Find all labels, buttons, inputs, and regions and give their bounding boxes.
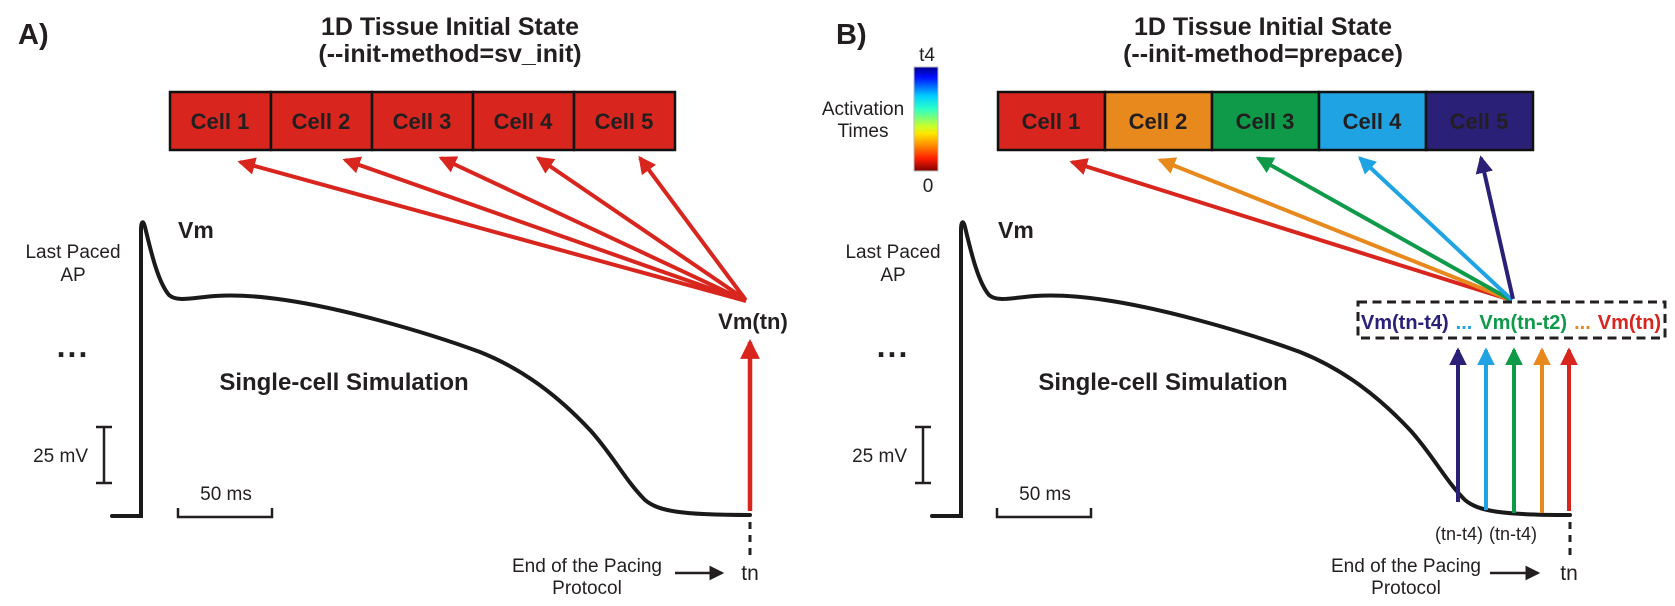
end-pacing-line2: Protocol [552, 578, 622, 599]
fan-arrow-cell1 [237, 157, 747, 303]
cell-3-label: Cell 3 [1236, 109, 1295, 134]
cell-3-label: Cell 3 [393, 109, 452, 134]
voltage-scale-bar [915, 425, 931, 485]
panel-a-title-line2: (--init-method=sv_init) [318, 40, 581, 68]
panel-b-title-line2: (--init-method=prepace) [1123, 40, 1403, 68]
cell-5-box [572, 90, 677, 152]
fan-arrow-cell3-green [1255, 156, 1512, 302]
fan-arrow-cell2 [342, 156, 747, 303]
sample-arrows [1449, 347, 1578, 513]
cell-4-label: Cell 4 [1343, 109, 1402, 134]
cell-3-box [370, 90, 475, 152]
fan-arrow-cell5-navy [1475, 155, 1515, 300]
cell-2-label: Cell 2 [1129, 109, 1188, 134]
tick-tn-t4-green: (tn-t4) [1489, 524, 1537, 544]
voltage-scale-label: 25 mV [852, 446, 907, 467]
voltage-scale-bar [96, 425, 112, 485]
cell-1-label: Cell 1 [191, 109, 250, 134]
vm-tn-label: Vm(tn) [718, 309, 788, 334]
cell-2: Cell 2 [1103, 90, 1214, 152]
panel-b-title-line1: 1D Tissue Initial State [1134, 13, 1392, 41]
fan-arrow-cell1-red [1069, 158, 1512, 302]
vm-tn-t2-label: Vm(tn-t2) [1479, 312, 1567, 334]
cell-4-box [471, 90, 576, 152]
cell-1: Cell 1 [996, 90, 1107, 152]
panel-a-fan-arrows [237, 155, 748, 303]
cell-3: Cell 3 [370, 90, 475, 152]
cell-2-label: Cell 2 [292, 109, 351, 134]
cell-4: Cell 4 [1317, 90, 1428, 152]
state-vector-box [1356, 300, 1667, 340]
panel-b-fan-arrows [1069, 155, 1515, 302]
cell-5-label: Cell 5 [1450, 109, 1509, 134]
cell-2-box [269, 90, 374, 152]
action-potential-curve [930, 220, 1572, 518]
panel-b: B) 1D Tissue Initial State (--init-metho… [822, 13, 1667, 599]
cell-4-label: Cell 4 [494, 109, 553, 134]
dots-blue: ... [1456, 312, 1473, 334]
tn-label: tn [1560, 562, 1578, 585]
panel-a-label: A) [18, 19, 49, 51]
panel-b-label: B) [836, 19, 867, 51]
end-pacing-line1: End of the Pacing [512, 556, 662, 577]
colorbar-top-label: t4 [919, 45, 935, 66]
time-scale-bar [176, 508, 274, 519]
fan-arrow-cell4 [535, 156, 748, 302]
cell-5: Cell 5 [1424, 90, 1535, 152]
end-pacing-line2: Protocol [1371, 578, 1441, 599]
cell-1: Cell 1 [168, 90, 273, 152]
last-paced-line1: Last Paced [25, 242, 120, 263]
fan-arrow-cell2-orange [1157, 157, 1512, 302]
fan-arrow-cell5 [638, 155, 747, 301]
cell-3-box [1210, 90, 1321, 152]
fan-arrow-cell4-blue [1358, 156, 1514, 302]
end-pacing-line1: End of the Pacing [1331, 556, 1481, 577]
ellipsis-label: ... [877, 328, 910, 364]
activation-times-colorbar: t4 0 Activation Times [822, 45, 939, 197]
dots-orange: ... [1574, 312, 1591, 334]
action-potential-curve [110, 220, 752, 518]
last-paced-line2: AP [60, 265, 85, 286]
cell-5-box [1424, 90, 1535, 152]
tn-label: tn [741, 562, 759, 585]
panel-b-cell-row: Cell 1 Cell 2 Cell 3 Cell 4 Cell 5 [996, 90, 1535, 152]
colorbar-legend-line2: Times [837, 121, 888, 142]
single-cell-simulation-label: Single-cell Simulation [1038, 369, 1287, 396]
single-cell-simulation-label: Single-cell Simulation [219, 369, 468, 396]
tick-tn-t4-navy: (tn-t4) [1435, 524, 1483, 544]
time-scale-label: 50 ms [1019, 484, 1071, 505]
cell-5-label: Cell 5 [595, 109, 654, 134]
state-vector-text: Vm(tn-t4)... Vm(tn-t2)... Vm(tn) [1361, 312, 1661, 334]
cell-1-label: Cell 1 [1022, 109, 1081, 134]
fan-arrow-cell3 [438, 156, 747, 303]
last-paced-line1: Last Paced [845, 242, 940, 263]
cell-3: Cell 3 [1210, 90, 1321, 152]
panel-a-cell-row: Cell 1 Cell 2 Cell 3 Cell 4 Cell 5 [168, 90, 677, 152]
vm-tn-label: Vm(tn) [1598, 312, 1661, 334]
panel-a: A) 1D Tissue Initial State (--init-metho… [18, 13, 788, 599]
cell-4: Cell 4 [471, 90, 576, 152]
colorbar-gradient-bar [913, 66, 939, 172]
cell-1-box [996, 90, 1107, 152]
colorbar-bottom-label: 0 [923, 176, 934, 197]
cell-1-box [168, 90, 273, 152]
time-scale-label: 50 ms [200, 484, 252, 505]
vm-curve-label: Vm [178, 217, 214, 243]
cell-2-box [1103, 90, 1214, 152]
vm-tn-t4-label: Vm(tn-t4) [1361, 312, 1449, 334]
time-scale-bar [995, 508, 1093, 519]
colorbar-legend-line1: Activation [822, 99, 904, 120]
cell-5: Cell 5 [572, 90, 677, 152]
panel-a-title-line1: 1D Tissue Initial State [321, 13, 579, 41]
voltage-scale-label: 25 mV [33, 446, 88, 467]
last-paced-line2: AP [880, 265, 905, 286]
vm-curve-label: Vm [998, 217, 1034, 243]
ellipsis-label: ... [57, 328, 90, 364]
cell-2: Cell 2 [269, 90, 374, 152]
